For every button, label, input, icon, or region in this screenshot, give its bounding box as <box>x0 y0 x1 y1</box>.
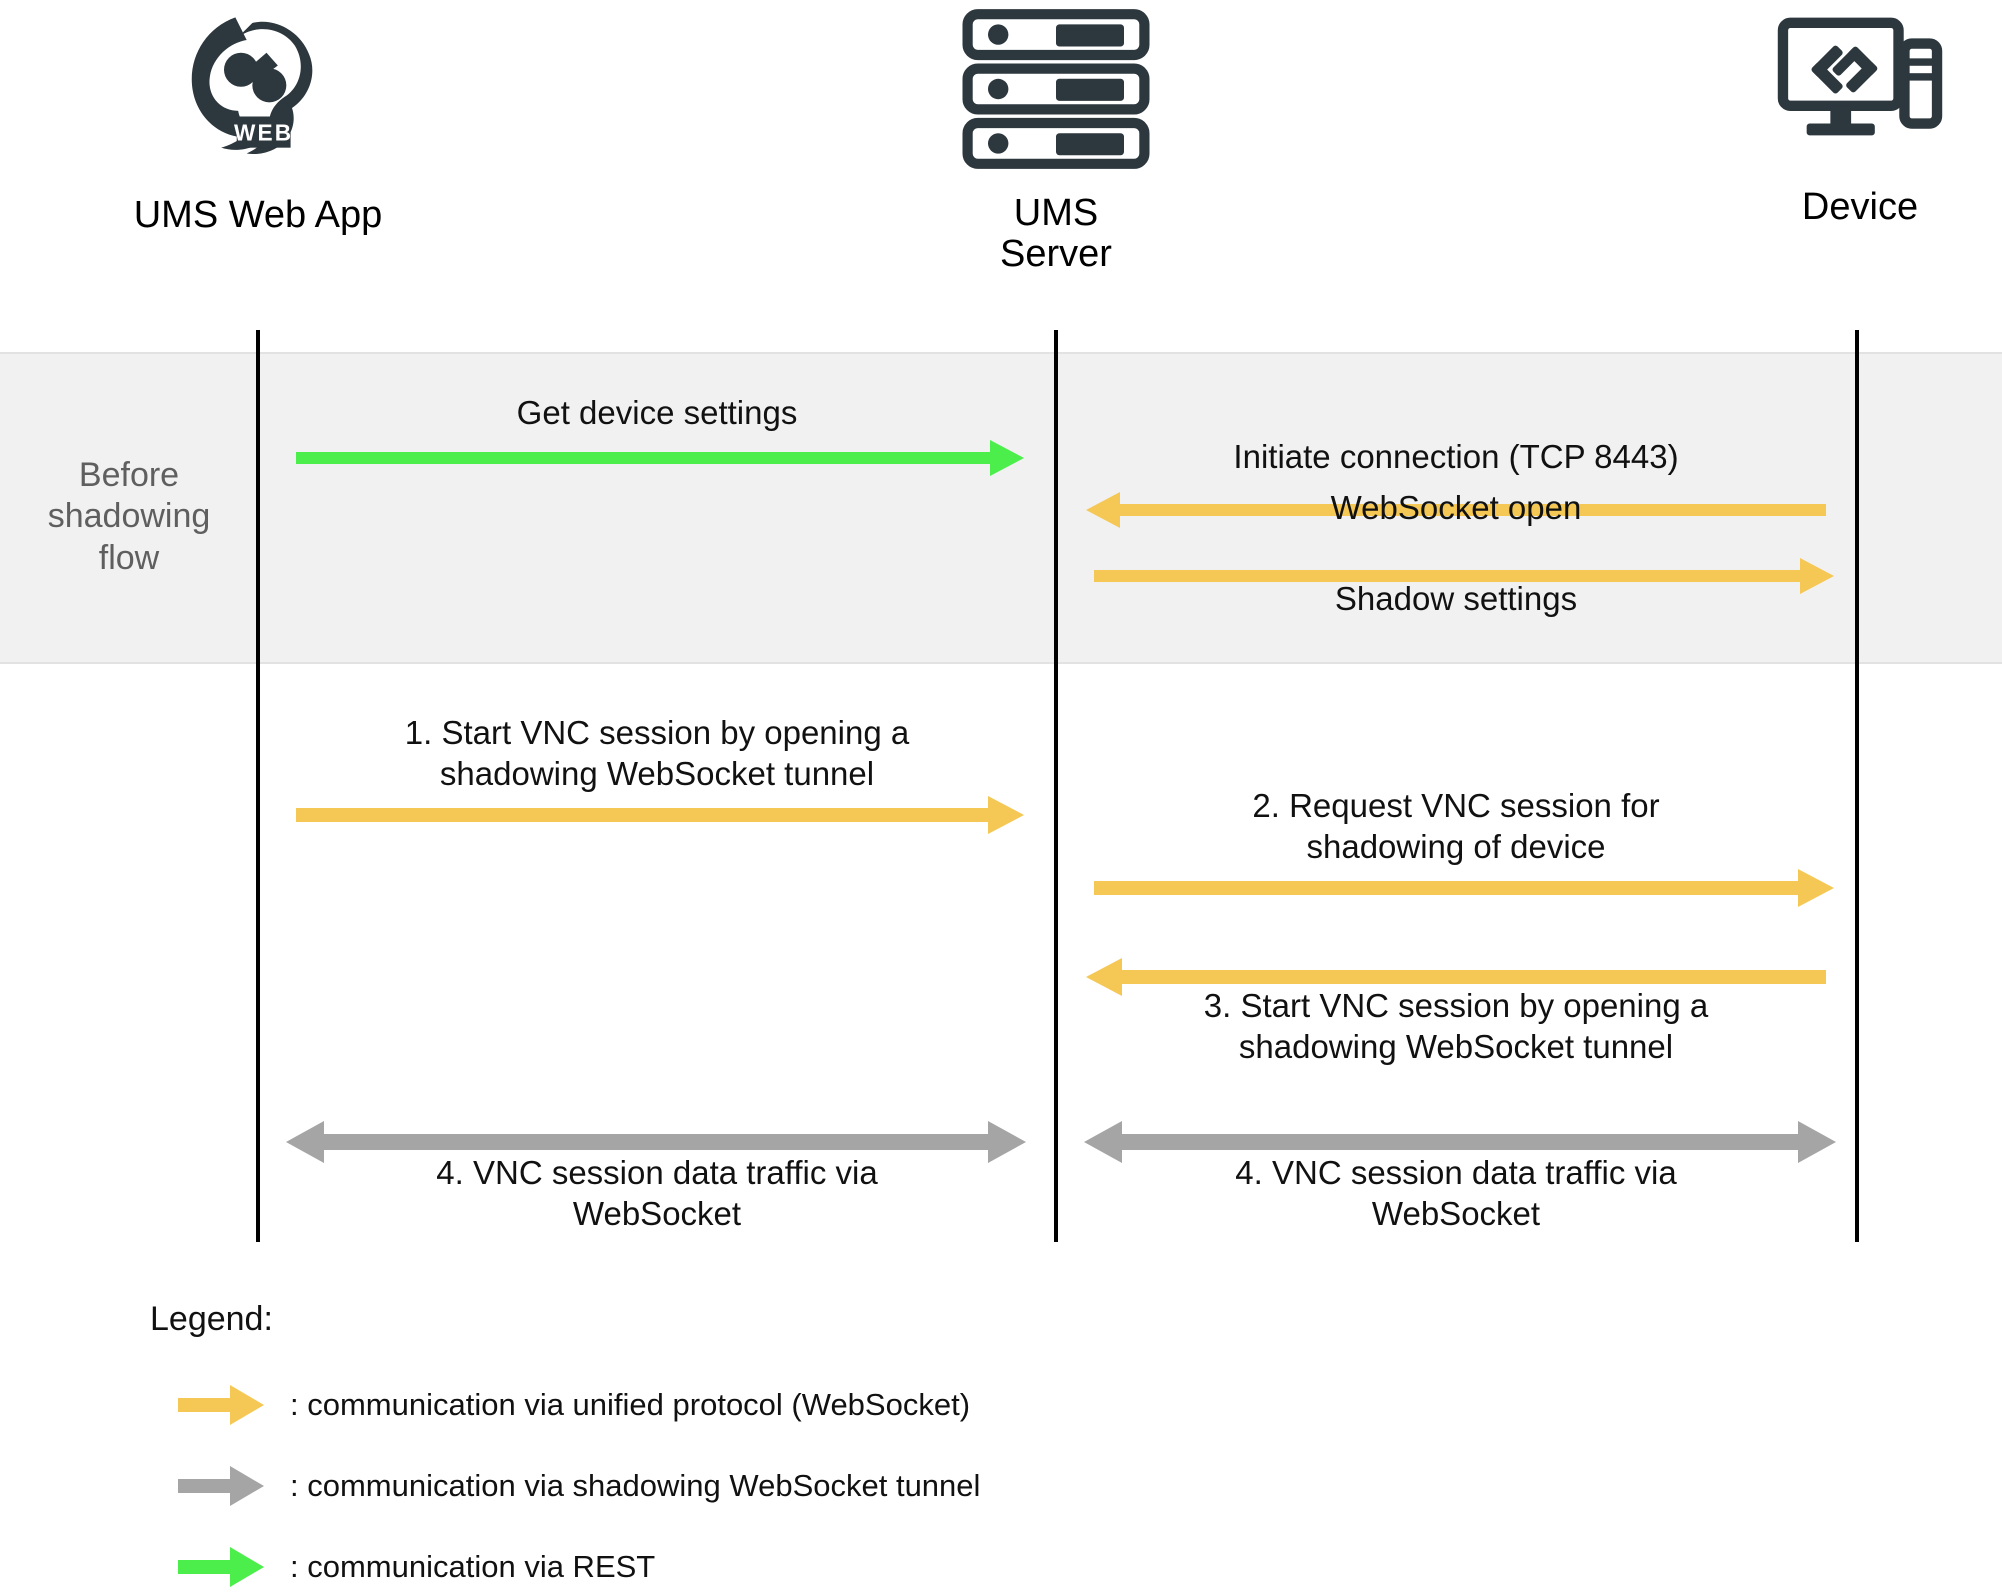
shadow-tunnel-arrow-icon <box>178 1466 264 1506</box>
lifeline-device <box>1855 330 1859 1242</box>
arrow-get-device-settings <box>296 440 1024 476</box>
message-label-start-vnc-session-1: 1. Start VNC session by opening a shadow… <box>404 714 910 793</box>
lifeline-ums-server <box>1054 330 1058 1242</box>
legend-item-shadow: : communication via shadowing WebSocket … <box>178 1466 980 1506</box>
message-label-initiate-connection: Initiate connection (TCP 8443) <box>1233 438 1679 475</box>
participant-ums-web-app: WEB UMS Web App <box>58 6 458 236</box>
participant-device: Device <box>1695 8 2002 228</box>
message-label-vnc-traffic-right-4: 4. VNC session data traffic via WebSocke… <box>1235 1154 1677 1233</box>
legend-item-label: : communication via shadowing WebSocket … <box>290 1468 981 1503</box>
message-label-request-vnc-session-2: 2. Request VNC session for shadowing of … <box>1252 787 1660 866</box>
desktop-device-icon <box>1695 8 2002 173</box>
websocket-arrow-icon <box>178 1385 264 1425</box>
lifeline-ums-web-app <box>256 330 260 1242</box>
arrow-initiate-connection <box>1086 492 1826 528</box>
legend-item-rest: : communication via REST <box>178 1547 655 1587</box>
message-label-start-vnc-session-3: 3. Start VNC session by opening a shadow… <box>1203 987 1709 1066</box>
participant-label: UMS Server <box>1000 192 1112 276</box>
message-label-get-device-settings: Get device settings <box>516 394 798 431</box>
rest-arrow-icon <box>178 1547 264 1587</box>
arrow-vnc-traffic-right-4 <box>1084 1121 1836 1163</box>
legend-title: Legend: <box>150 1300 273 1338</box>
message-label-shadow-settings: Shadow settings <box>1334 580 1578 617</box>
legend-item-websocket: : communication via unified protocol (We… <box>178 1385 970 1425</box>
server-rack-icon <box>886 4 1226 179</box>
message-label-websocket-open: WebSocket open <box>1330 489 1582 526</box>
ums-web-logo-icon: WEB <box>58 6 458 181</box>
arrow-vnc-traffic-left-4 <box>286 1121 1026 1163</box>
legend-item-label: : communication via REST <box>290 1549 656 1584</box>
arrow-websocket-open <box>1094 558 1834 594</box>
message-label-vnc-traffic-left-4: 4. VNC session data traffic via WebSocke… <box>436 1154 878 1233</box>
participant-label: UMS Web App <box>133 194 383 236</box>
arrow-start-vnc-session-1 <box>296 796 1024 834</box>
arrow-request-vnc-session-2 <box>1094 869 1834 907</box>
participant-label: Device <box>1801 186 1919 228</box>
phase-label: Before shadowing flow <box>47 456 211 577</box>
participant-ums-server: UMS Server <box>886 4 1226 275</box>
arrow-start-vnc-session-3 <box>1086 958 1826 996</box>
legend-item-label: : communication via unified protocol (We… <box>290 1387 971 1422</box>
svg-text:WEB: WEB <box>234 120 293 146</box>
